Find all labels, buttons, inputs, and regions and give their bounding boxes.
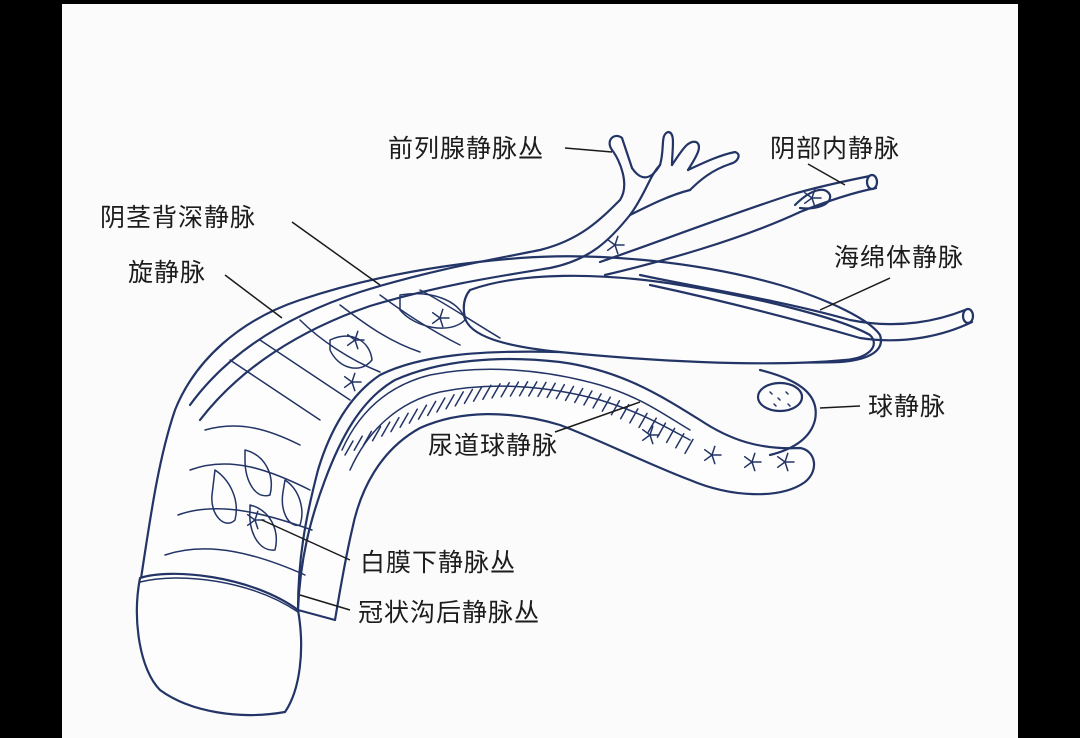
leader-prostatic — [564, 147, 613, 153]
leader-pudendal — [807, 163, 846, 186]
label-bulbar-vein: 球静脉 — [868, 392, 947, 421]
label-circumflex-vein: 旋静脉 — [128, 258, 207, 287]
leader-circumflex — [224, 274, 283, 319]
leader-cavernosal — [819, 277, 891, 311]
leader-deep-dorsal — [291, 221, 381, 286]
bulb-cross-section — [756, 381, 804, 413]
label-retrocoronal-plexus: 冠状沟后静脉丛 — [358, 598, 541, 627]
label-prostatic-plexus: 前列腺静脉丛 — [388, 134, 545, 163]
leader-bulbourethral — [554, 401, 641, 433]
glans — [135, 572, 303, 717]
leader-bulbar — [819, 405, 861, 409]
deep-dorsal-vein — [188, 148, 626, 407]
bulbar-vein — [758, 368, 817, 457]
label-bulbourethral-vein: 尿道球静脉 — [428, 431, 559, 460]
label-subtunical-plexus: 白膜下静脉丛 — [360, 548, 517, 577]
corpus-spongiosum-outline — [296, 357, 816, 622]
leader-retrocoronal — [299, 594, 351, 611]
label-cavernosal-vein: 海绵体静脉 — [834, 243, 965, 272]
label-internal-pudendal-vein: 阴部内静脉 — [770, 134, 901, 163]
cavernosal-vein — [638, 273, 967, 326]
label-deep-dorsal-vein: 阴茎背深静脉 — [100, 203, 257, 232]
leader-subtunical — [261, 519, 351, 561]
internal-pudendal-vein — [598, 174, 872, 264]
